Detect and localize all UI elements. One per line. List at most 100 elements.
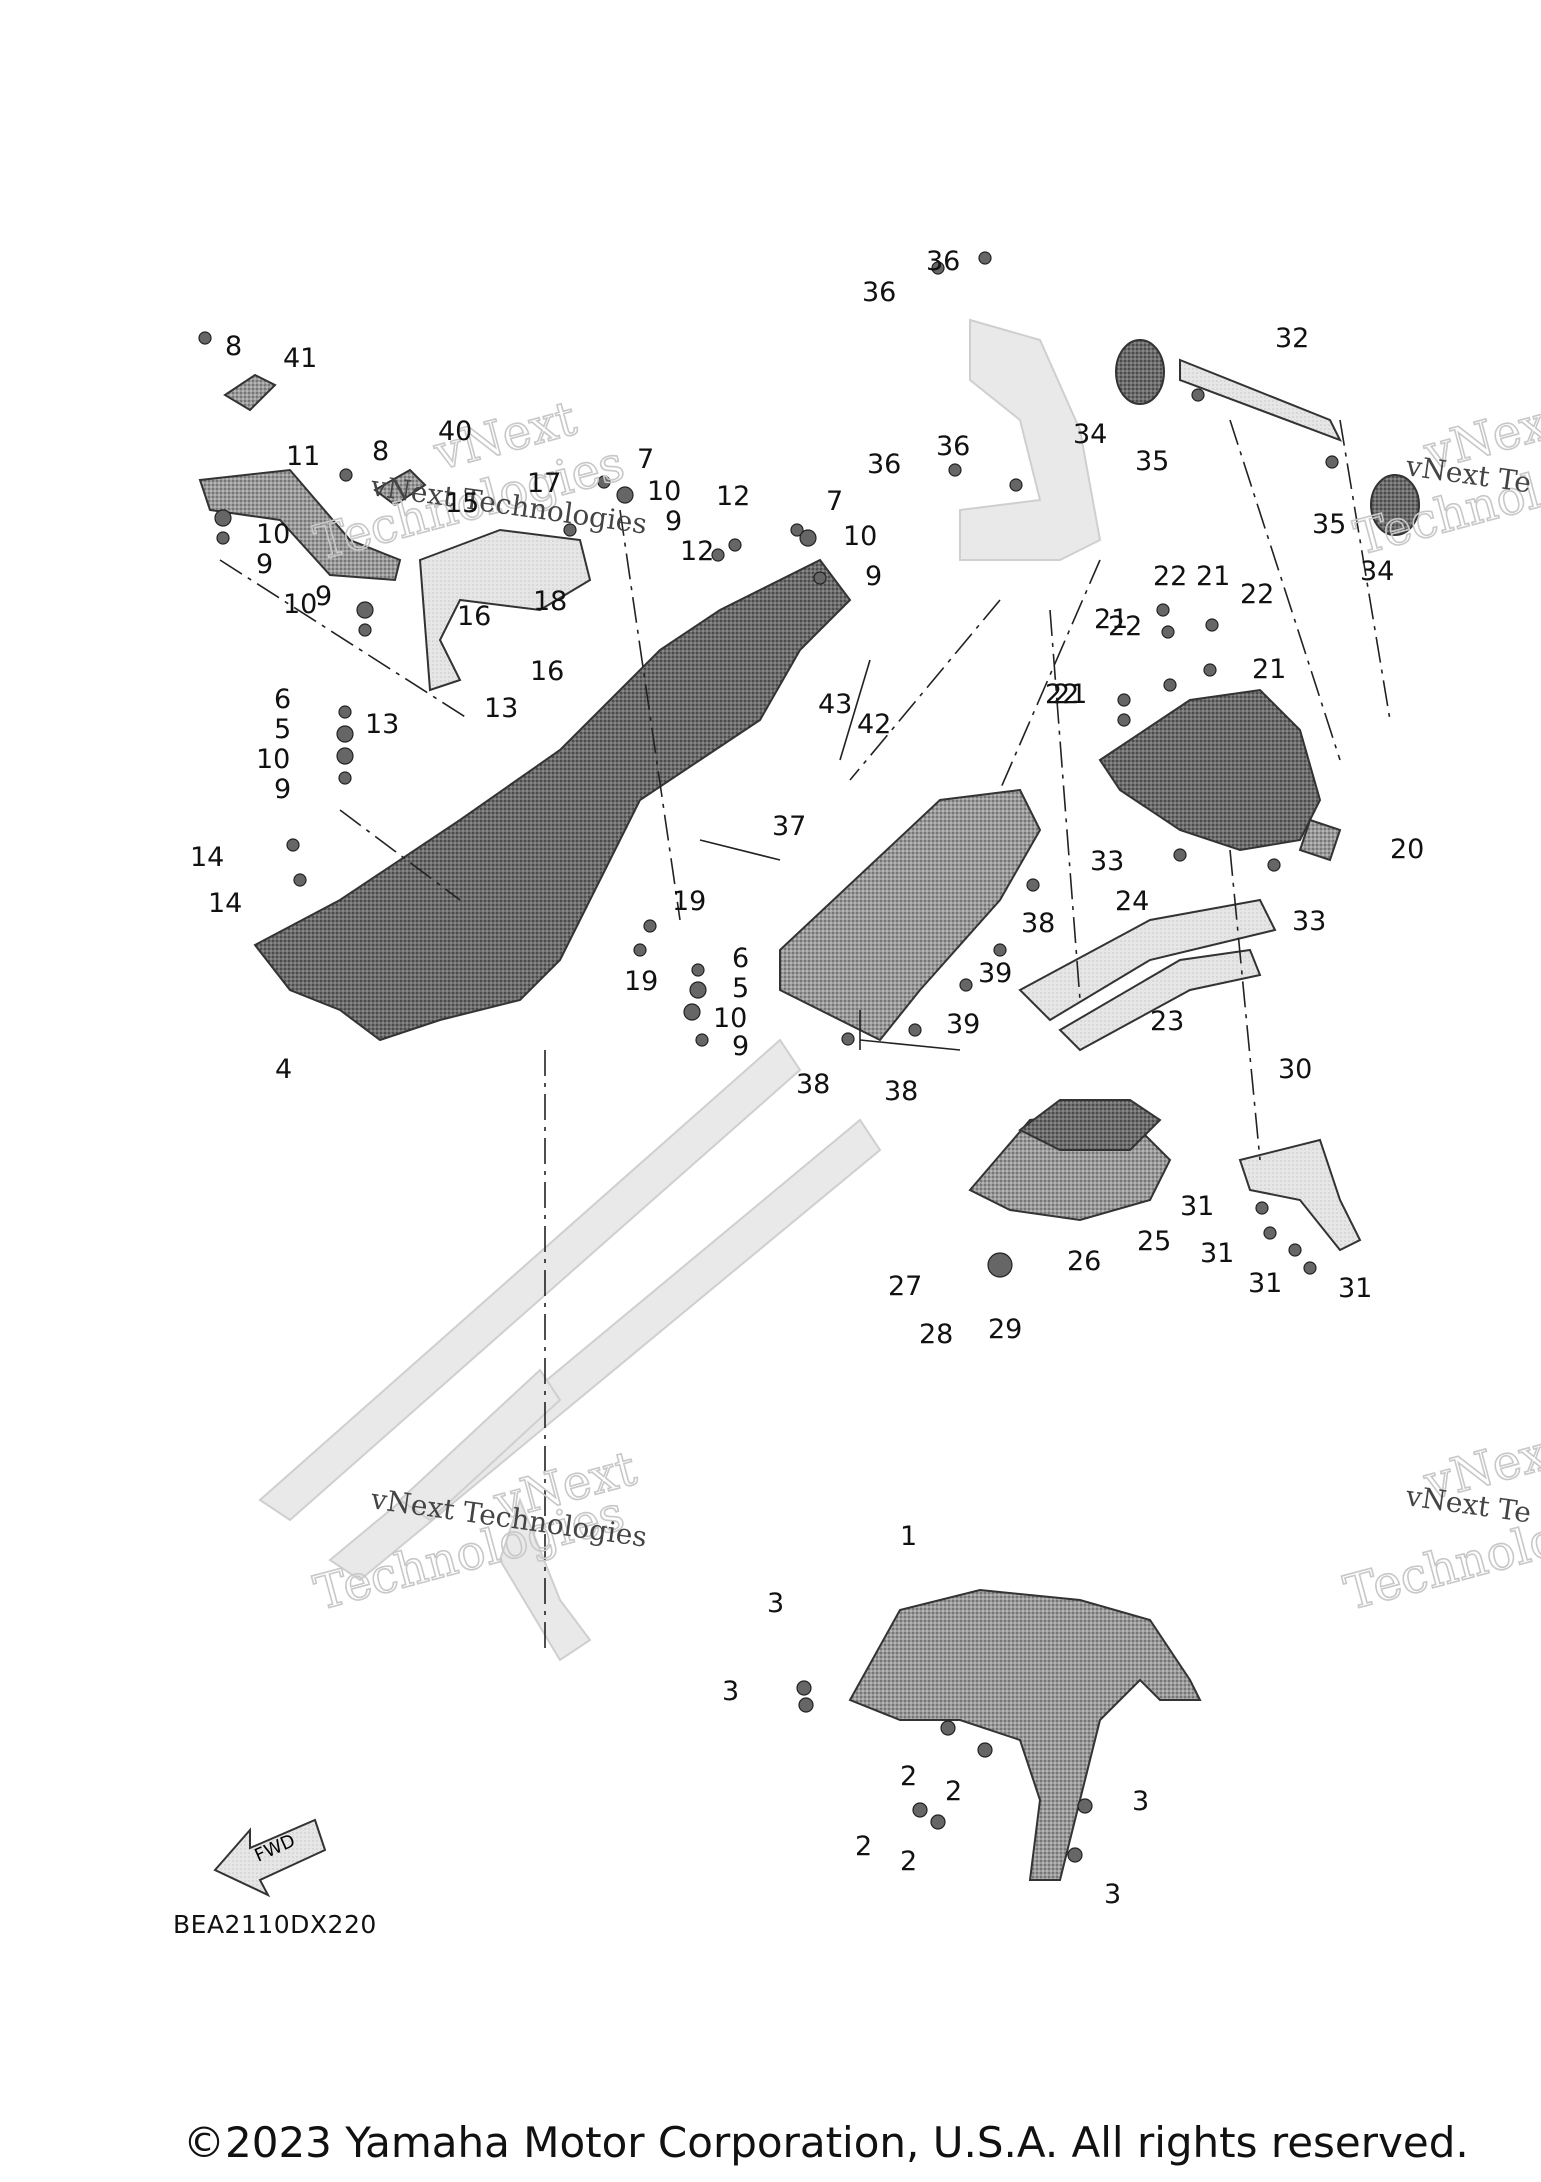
callout-28: 28 bbox=[919, 1319, 953, 1350]
callout-12: 12 bbox=[716, 481, 750, 512]
callout-3: 3 bbox=[722, 1676, 739, 1707]
callout-40: 40 bbox=[438, 416, 472, 447]
callout-14: 14 bbox=[190, 842, 224, 873]
reflector-40 bbox=[373, 468, 427, 507]
callout-36: 36 bbox=[936, 431, 970, 462]
callout-21: 21 bbox=[1196, 561, 1230, 592]
callout-4: 4 bbox=[275, 1054, 292, 1085]
reflector-41 bbox=[223, 373, 277, 412]
callout-33: 33 bbox=[1292, 906, 1326, 937]
upper-frame bbox=[959, 318, 1102, 561]
callout-7: 7 bbox=[637, 444, 654, 475]
hardware bbox=[198, 251, 1339, 1863]
callout-20: 20 bbox=[1390, 834, 1424, 865]
side-rail bbox=[1018, 898, 1277, 1022]
callout-9: 9 bbox=[274, 774, 291, 805]
callout-36: 36 bbox=[867, 449, 901, 480]
callout-16: 16 bbox=[457, 601, 491, 632]
undertray-flap bbox=[1018, 1099, 1162, 1151]
callout-5: 5 bbox=[274, 714, 291, 745]
callout-13: 13 bbox=[484, 693, 518, 724]
turn-signal-34-right bbox=[1370, 474, 1420, 536]
callout-42: 42 bbox=[857, 709, 891, 740]
callout-30: 30 bbox=[1278, 1054, 1312, 1085]
callout-43: 43 bbox=[818, 689, 852, 720]
callout-18: 18 bbox=[533, 586, 567, 617]
callout-22: 22 bbox=[1153, 561, 1187, 592]
callout-13: 13 bbox=[365, 709, 399, 740]
turn-signal-34-left bbox=[1115, 339, 1165, 405]
callout-33: 33 bbox=[1090, 846, 1124, 877]
callout-31: 31 bbox=[1200, 1238, 1234, 1269]
frame-ghost bbox=[258, 1038, 882, 1662]
callout-1: 1 bbox=[900, 1521, 917, 1552]
leader-lines bbox=[219, 419, 1391, 1650]
callout-32: 32 bbox=[1275, 323, 1309, 354]
callout-10: 10 bbox=[647, 476, 681, 507]
bracket bbox=[418, 528, 592, 692]
callout-21: 21 bbox=[1252, 654, 1286, 685]
callout-22: 22 bbox=[1240, 579, 1274, 610]
callout-36: 36 bbox=[862, 277, 896, 308]
rear-fender bbox=[253, 558, 852, 1042]
callout-31: 31 bbox=[1338, 1273, 1372, 1304]
callout-9: 9 bbox=[732, 1031, 749, 1062]
callout-9: 9 bbox=[865, 561, 882, 592]
callout-2: 2 bbox=[900, 1846, 917, 1877]
callout-5: 5 bbox=[732, 973, 749, 1004]
callout-6: 6 bbox=[732, 943, 749, 974]
callout-34: 34 bbox=[1360, 556, 1394, 587]
diagram-code: BEA2110DX220 bbox=[173, 1910, 377, 1939]
callout-21: 21 bbox=[1053, 679, 1087, 710]
callout-31: 31 bbox=[1180, 1191, 1214, 1222]
callout-39: 39 bbox=[978, 958, 1012, 989]
callout-7: 7 bbox=[826, 486, 843, 517]
callout-24: 24 bbox=[1115, 886, 1149, 917]
callout-16: 16 bbox=[530, 656, 564, 687]
callout-10: 10 bbox=[843, 521, 877, 552]
callout-10: 10 bbox=[256, 519, 290, 550]
callout-38: 38 bbox=[884, 1076, 918, 1107]
callouts: 1 2 2 2 2 3 3 3 3 4 5 5 6 6 7 7 8 8 9 9 … bbox=[190, 246, 1424, 1910]
callout-19: 19 bbox=[624, 966, 658, 997]
callout-19: 19 bbox=[672, 886, 706, 917]
callout-25: 25 bbox=[1137, 1226, 1171, 1257]
callout-39: 39 bbox=[946, 1009, 980, 1040]
stay bbox=[198, 468, 402, 582]
callout-3: 3 bbox=[1132, 1786, 1149, 1817]
callout-2: 2 bbox=[855, 1831, 872, 1862]
callout-31: 31 bbox=[1248, 1268, 1282, 1299]
callout-2: 2 bbox=[900, 1761, 917, 1792]
callout-6: 6 bbox=[274, 684, 291, 715]
callout-10: 10 bbox=[283, 589, 317, 620]
callout-12: 12 bbox=[680, 536, 714, 567]
side-rail-lower bbox=[1058, 948, 1262, 1052]
fwd-arrow-icon bbox=[213, 1818, 327, 1898]
callout-11: 11 bbox=[286, 441, 320, 472]
callout-29: 29 bbox=[988, 1314, 1022, 1345]
tail-housing bbox=[1098, 688, 1322, 852]
callout-34: 34 bbox=[1073, 419, 1107, 450]
callout-21: 21 bbox=[1094, 604, 1128, 635]
copyright-notice: ©2023 Yamaha Motor Corporation, U.S.A. A… bbox=[183, 2118, 1469, 2167]
callout-3: 3 bbox=[1104, 1879, 1121, 1910]
callout-8: 8 bbox=[372, 436, 389, 467]
callout-36: 36 bbox=[926, 246, 960, 277]
front-fender bbox=[848, 1588, 1202, 1881]
callout-38: 38 bbox=[796, 1069, 830, 1100]
callout-35: 35 bbox=[1135, 446, 1169, 477]
callout-2: 2 bbox=[945, 1776, 962, 1807]
tail-lip bbox=[1298, 818, 1342, 862]
cover-plate bbox=[779, 788, 1042, 1042]
callout-22: 22 bbox=[1108, 611, 1142, 642]
callout-9: 9 bbox=[315, 581, 332, 612]
callout-35: 35 bbox=[1312, 509, 1346, 540]
mount-bracket bbox=[1238, 1138, 1362, 1252]
callout-17: 17 bbox=[527, 468, 561, 499]
callout-38: 38 bbox=[1021, 908, 1055, 939]
callout-26: 26 bbox=[1067, 1246, 1101, 1277]
callout-23: 23 bbox=[1150, 1006, 1184, 1037]
callout-9: 9 bbox=[665, 506, 682, 537]
callout-41: 41 bbox=[283, 343, 317, 374]
